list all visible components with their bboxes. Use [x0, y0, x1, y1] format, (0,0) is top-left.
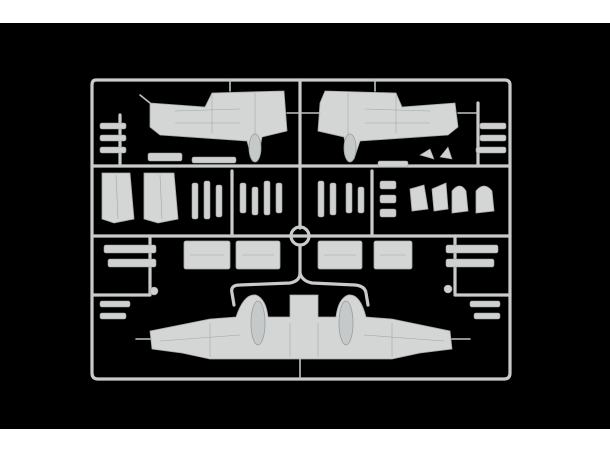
sprue-frame: [90, 78, 512, 381]
small-parts-left-upper: [99, 122, 237, 164]
fuselage-blocks: [183, 240, 413, 270]
upper-wing-right: [299, 79, 479, 163]
lower-wing: [135, 294, 471, 380]
small-parts-right-upper: [377, 122, 507, 168]
sprue-photo: [0, 23, 610, 429]
upper-wing-left: [139, 79, 301, 163]
sprue-ring: [289, 225, 311, 247]
small-parts-center: [191, 180, 397, 220]
engine-parts: [409, 182, 495, 214]
small-parts-sides: [99, 244, 501, 320]
tail-fins: [101, 172, 179, 224]
model-kit-sprue-photo: [90, 78, 512, 381]
